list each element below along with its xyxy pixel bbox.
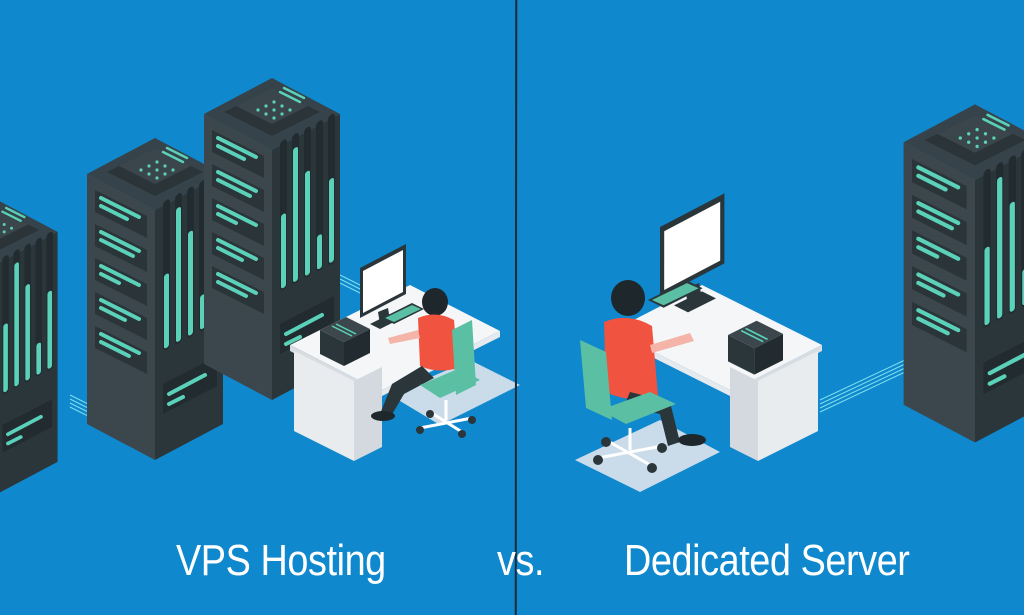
server-tower-small (0, 196, 60, 497)
caption-vps-hosting: VPS Hosting (176, 536, 386, 585)
caption-dedicated-server: Dedicated Server (624, 536, 910, 585)
server-tower-medium (85, 136, 225, 462)
server-tower-dedicated (904, 104, 1024, 442)
network-cables-right (819, 359, 906, 413)
caption-versus: vs. (497, 536, 545, 585)
workstation-left (290, 244, 520, 461)
workstation-right (575, 193, 822, 492)
